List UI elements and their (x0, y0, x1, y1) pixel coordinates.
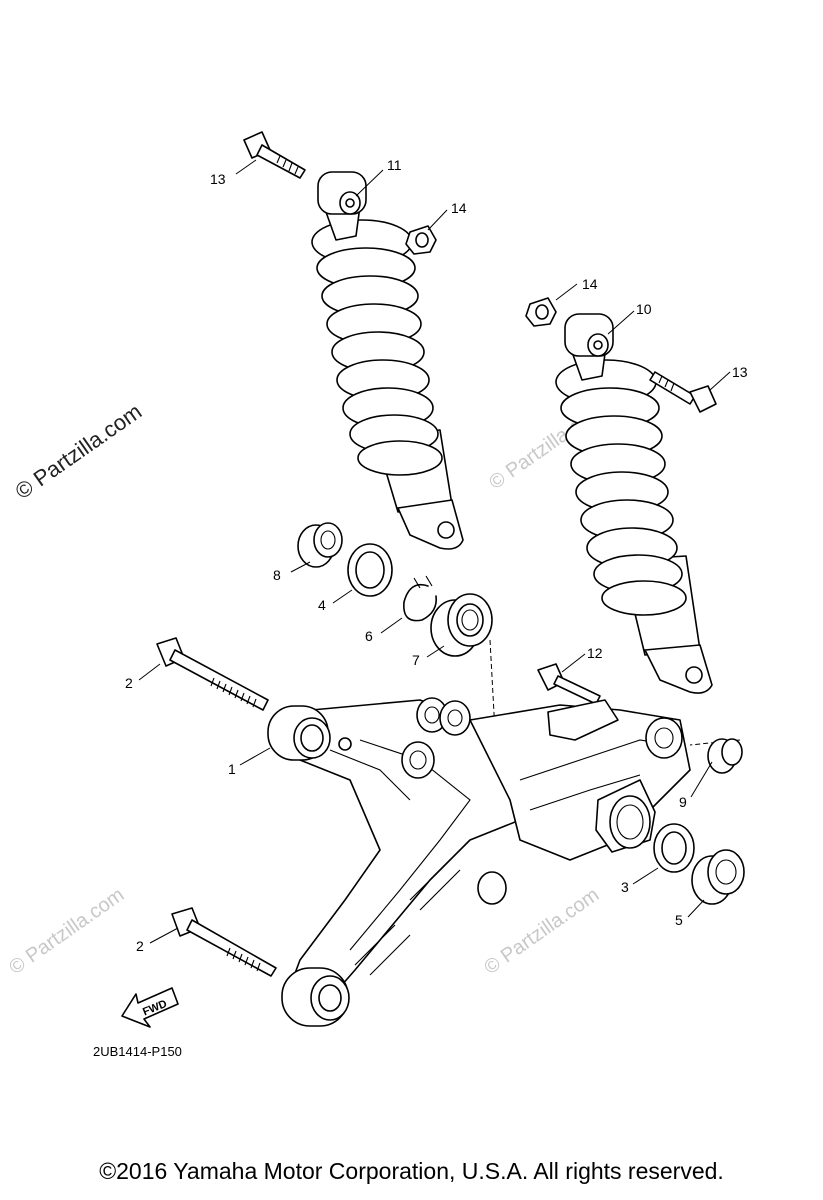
bolt-13-left (243, 131, 306, 179)
callout-5: 5 (675, 912, 683, 928)
collar-5 (691, 849, 745, 905)
rear-arm-1 (267, 697, 691, 1027)
watermark-side: © Partzilla.com (11, 399, 147, 505)
callout-2-upper: 2 (125, 675, 133, 691)
collar-8 (297, 522, 343, 568)
watermark-faint-2: © Partzilla.com (5, 884, 128, 979)
diagram-code: 2UB1414-P150 (93, 1044, 182, 1059)
rear-shock-absorber-right (555, 313, 713, 694)
callout-10: 10 (636, 301, 652, 317)
callout-13-right: 13 (732, 364, 748, 380)
copyright-notice: ©2016 Yamaha Motor Corporation, U.S.A. A… (99, 1158, 724, 1184)
nut-14-left (405, 225, 437, 255)
callout-1: 1 (228, 761, 236, 777)
callout-2-lower: 2 (136, 938, 144, 954)
callout-9: 9 (679, 794, 687, 810)
bolt-12 (537, 663, 601, 705)
nut-14-right (525, 297, 557, 327)
callout-6: 6 (365, 628, 373, 644)
fwd-arrow-icon: FWD (121, 987, 179, 1028)
oil-seal-3 (653, 823, 695, 873)
callout-7: 7 (412, 652, 420, 668)
rear-shock-absorber-left (311, 171, 464, 550)
bolt-2-lower (171, 907, 277, 977)
callout-13-left: 13 (210, 171, 226, 187)
circlip-6 (403, 575, 438, 622)
oil-seal-4 (347, 543, 393, 597)
bolt-13-right (649, 371, 717, 413)
collar-9 (707, 738, 743, 774)
callout-11: 11 (387, 157, 402, 173)
leader-lines (138, 159, 731, 944)
bearing-7 (430, 593, 493, 657)
callout-3: 3 (621, 879, 629, 895)
callout-14-left: 14 (451, 200, 467, 216)
callout-12: 12 (587, 645, 603, 661)
callout-8: 8 (273, 567, 281, 583)
callout-14-right: 14 (582, 276, 598, 292)
bolt-2-upper (156, 637, 269, 711)
callout-4: 4 (318, 597, 326, 613)
